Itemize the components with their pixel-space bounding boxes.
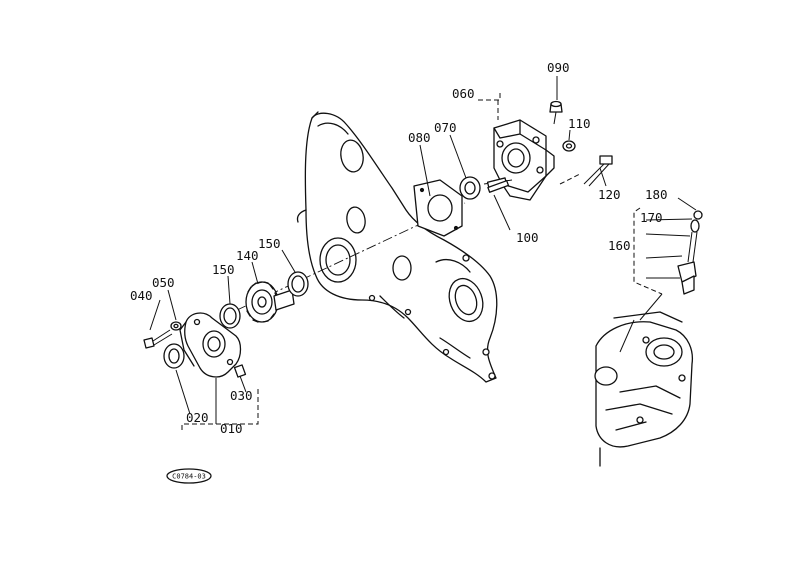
pin-100 — [487, 180, 510, 193]
thrust-washer-150a — [219, 303, 241, 329]
label-140: 140 — [236, 248, 259, 263]
label-070: 070 — [434, 120, 457, 135]
leader-lines — [149, 76, 697, 430]
label-010: 010 — [220, 421, 243, 436]
label-060: 060 — [452, 86, 475, 101]
oil-switch-160 — [677, 219, 700, 295]
label-080: 080 — [408, 130, 431, 145]
terminal-180 — [693, 210, 703, 220]
label-090: 090 — [547, 60, 570, 75]
figure-code: C0784-03 — [172, 473, 206, 481]
washer-050 — [170, 321, 182, 331]
part-labels: 090 060 110 070 080 120 100 180 170 160 … — [130, 60, 668, 436]
gasket-080 — [413, 179, 463, 237]
seal-020 — [163, 343, 185, 369]
pump-body-010 — [179, 312, 247, 378]
label-110: 110 — [568, 116, 591, 131]
label-150b: 150 — [258, 236, 281, 251]
washer-110 — [562, 140, 576, 152]
bolt-090 — [549, 100, 563, 125]
label-050: 050 — [152, 275, 175, 290]
label-020: 020 — [186, 410, 209, 425]
oil-seal-070 — [459, 176, 481, 200]
label-040: 040 — [130, 288, 153, 303]
label-170: 170 — [640, 210, 663, 225]
figure-code-badge: C0784-03 — [166, 468, 212, 484]
label-030: 030 — [230, 388, 253, 403]
filter-base-block — [594, 311, 694, 467]
bolt-120 — [559, 155, 613, 187]
gear-140 — [245, 281, 295, 323]
label-120: 120 — [598, 187, 621, 202]
bolt-040 — [143, 329, 173, 349]
label-100: 100 — [516, 230, 539, 245]
thrust-washer-150b — [287, 271, 309, 297]
label-160: 160 — [608, 238, 631, 253]
label-180: 180 — [645, 187, 668, 202]
gear-case-cover — [296, 111, 498, 383]
label-150a: 150 — [212, 262, 235, 277]
